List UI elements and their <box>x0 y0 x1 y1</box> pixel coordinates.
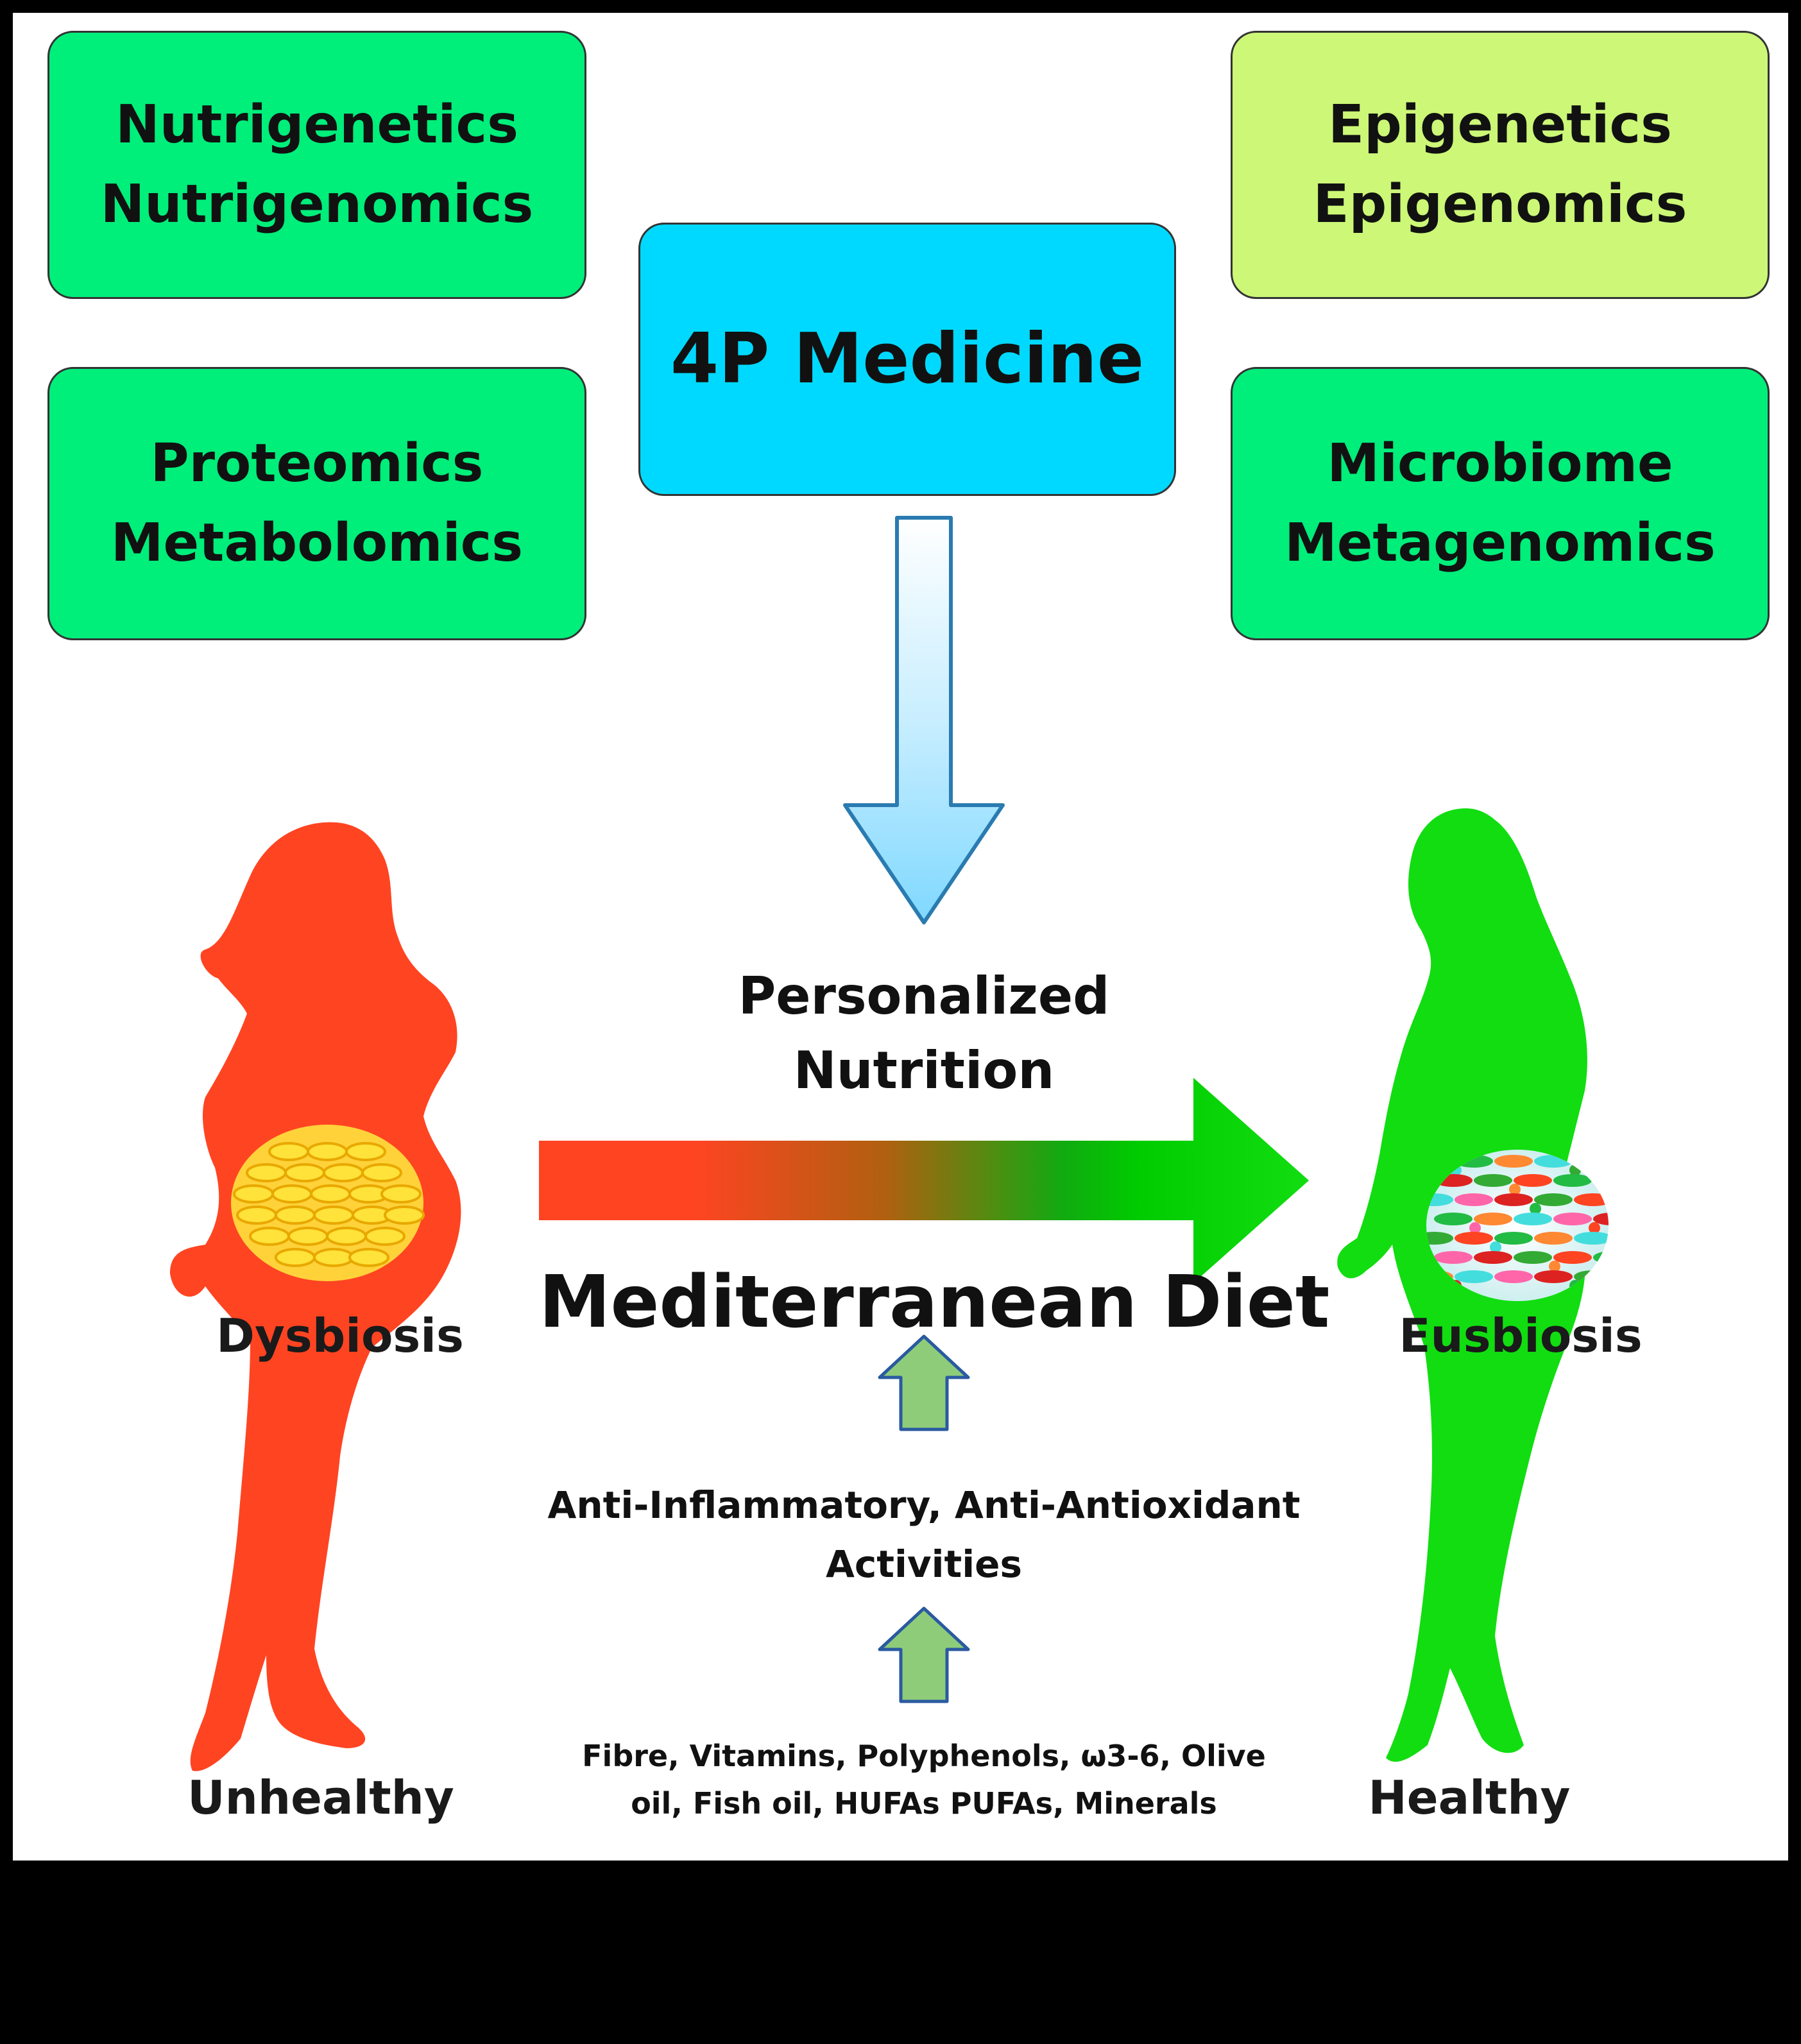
medicine-label: 4P Medicine <box>670 319 1145 399</box>
colored-bacterium <box>1534 1193 1573 1206</box>
colored-bacterium-dot <box>1509 1184 1521 1195</box>
nutrigenetics-label: Nutrigenetics <box>115 94 518 155</box>
personalized-nutrition-label: Personalized Nutrition <box>719 959 1129 1108</box>
colored-bacterium <box>1474 1174 1512 1187</box>
up-arrow-icon <box>878 1334 970 1431</box>
yellow-bacterium <box>313 1248 354 1267</box>
colored-bacterium <box>1553 1174 1592 1187</box>
nutrients-line1: Fibre, Vitamins, Polyphenols, ω3-6, Oliv… <box>582 1739 1266 1773</box>
yellow-bacterium <box>236 1205 277 1225</box>
colored-bacterium-dot <box>1530 1203 1541 1214</box>
healthy-label: Healthy <box>1368 1771 1571 1825</box>
microbiome-label: Microbiome <box>1327 433 1673 494</box>
epigenetics-label: Epigenetics <box>1328 94 1672 155</box>
colored-bacterium <box>1434 1213 1472 1225</box>
diet-label: Mediterranean Diet <box>539 1261 1330 1344</box>
epigenomics-label: Epigenomics <box>1313 174 1687 235</box>
metagenomics-label: Metagenomics <box>1285 513 1716 574</box>
yellow-bacterium <box>364 1227 405 1246</box>
nutrients-line2: oil, Fish oil, HUFAs PUFAs, Minerals <box>631 1786 1217 1821</box>
gradient-right-arrow-icon <box>539 1078 1309 1283</box>
diagram-panel: Nutrigenetics Nutrigenomics Proteomics M… <box>13 13 1788 1861</box>
colored-bacterium <box>1426 1193 1453 1206</box>
activities-label: Anti-Inflammatory, Anti-Antioxidant Acti… <box>500 1476 1347 1594</box>
unhealthy-label: Unhealthy <box>187 1771 454 1825</box>
eusbiosis-label: Eusbiosis <box>1399 1309 1643 1363</box>
medicine-box: 4P Medicine <box>638 223 1176 496</box>
colored-bacterium-dot <box>1469 1222 1481 1234</box>
yellow-bacterium <box>348 1248 389 1267</box>
yellow-bacterium <box>313 1205 354 1225</box>
proteomics-box: Proteomics Metabolomics <box>47 367 586 640</box>
colored-bacterium <box>1574 1193 1609 1206</box>
colored-bacterium-dot <box>1549 1261 1560 1272</box>
up-arrow-icon <box>878 1606 970 1703</box>
colored-bacterium <box>1494 1193 1533 1206</box>
proteomics-label: Proteomics <box>150 433 484 494</box>
colored-bacterium <box>1574 1232 1609 1245</box>
colored-bacterium-dot <box>1609 1241 1621 1253</box>
colored-bacterium-dot <box>1589 1222 1600 1234</box>
colored-bacterium <box>1553 1251 1592 1264</box>
yellow-bacterium <box>326 1227 367 1246</box>
epigenetics-box: Epigenetics Epigenomics <box>1231 31 1770 299</box>
colored-bacterium <box>1426 1232 1453 1245</box>
yellow-bacterium <box>361 1163 402 1182</box>
yellow-bacterium <box>233 1184 274 1204</box>
colored-bacterium <box>1514 1174 1552 1187</box>
colored-bacterium <box>1494 1155 1533 1168</box>
colored-bacterium <box>1455 1193 1493 1206</box>
diagram-graphics <box>170 516 1640 1771</box>
dysbiosis-label: Dysbiosis <box>216 1309 464 1363</box>
colored-bacterium <box>1593 1174 1609 1187</box>
colored-bacterium <box>1534 1270 1573 1283</box>
yellow-bacteria-cluster <box>233 1142 425 1267</box>
gut-microbiota-icon <box>231 1125 425 1281</box>
activities-line1: Anti-Inflammatory, Anti-Antioxidant <box>547 1483 1301 1527</box>
colored-bacterium <box>1553 1213 1592 1225</box>
yellow-bacterium <box>384 1205 425 1225</box>
yellow-bacterium <box>323 1163 364 1182</box>
colored-bacterium <box>1514 1251 1552 1264</box>
yellow-bacterium <box>307 1142 348 1161</box>
yellow-bacterium <box>246 1163 287 1182</box>
microbiome-box: Microbiome Metagenomics <box>1231 367 1770 640</box>
yellow-bacterium <box>380 1184 422 1204</box>
colored-bacterium-dot <box>1490 1241 1501 1253</box>
colored-bacterium <box>1434 1251 1472 1264</box>
colored-bacterium <box>1593 1213 1609 1225</box>
nutrients-label: Fibre, Vitamins, Polyphenols, ω3-6, Oliv… <box>539 1732 1309 1827</box>
activities-line2: Activities <box>825 1542 1023 1586</box>
colored-bacterium <box>1474 1213 1512 1225</box>
colored-bacterium-dot <box>1628 1184 1640 1195</box>
colored-bacterium <box>1455 1232 1493 1245</box>
yellow-bacterium <box>284 1163 325 1182</box>
yellow-bacterium <box>310 1184 351 1204</box>
colored-bacterium <box>1494 1270 1533 1283</box>
personalized-line: Personalized <box>738 966 1110 1026</box>
metabolomics-label: Metabolomics <box>110 513 524 574</box>
colored-bacterium <box>1534 1232 1573 1245</box>
yellow-bacterium <box>287 1227 329 1246</box>
female-silhouette-icon <box>170 822 461 1771</box>
yellow-bacterium <box>275 1205 316 1225</box>
nutrition-line: Nutrition <box>793 1041 1055 1100</box>
colored-bacterium <box>1593 1251 1609 1264</box>
yellow-bacterium <box>271 1184 312 1204</box>
colored-bacterium <box>1494 1232 1533 1245</box>
nutrigenetics-box: Nutrigenetics Nutrigenomics <box>47 31 586 299</box>
yellow-bacterium <box>249 1227 290 1246</box>
yellow-bacterium <box>275 1248 316 1267</box>
yellow-bacterium <box>268 1142 309 1161</box>
colored-bacterium <box>1574 1155 1609 1168</box>
nutrigenomics-label: Nutrigenomics <box>100 174 534 235</box>
down-arrow-icon <box>843 516 1005 924</box>
colored-bacterium <box>1455 1270 1493 1283</box>
colored-bacterium <box>1514 1213 1552 1225</box>
yellow-bacterium <box>345 1142 386 1161</box>
colored-bacterium <box>1474 1251 1512 1264</box>
